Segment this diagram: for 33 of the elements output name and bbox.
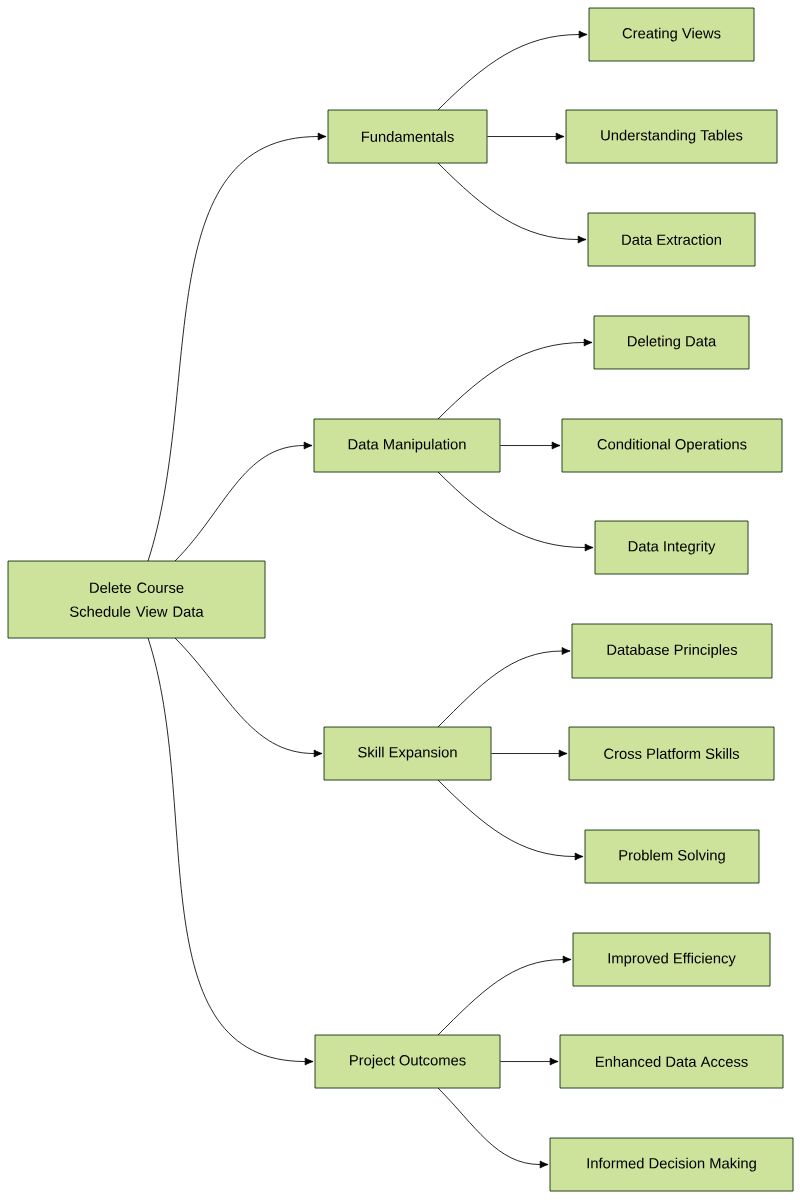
topic-box: Project Outcomes (314, 1034, 501, 1089)
arrow (491, 749, 568, 758)
arrow (487, 132, 565, 141)
topic-box: Delete Course Schedule View Data (7, 560, 266, 639)
topic-box: Creating Views (588, 7, 755, 62)
arrow (147, 637, 314, 1066)
arrow (437, 955, 572, 1036)
topic-box: Informed Decision Making (549, 1137, 794, 1192)
arrow (437, 471, 594, 552)
topic-box: Fundamentals (327, 109, 488, 164)
arrow (174, 637, 323, 758)
topic-box: Understanding Tables (565, 109, 778, 164)
topic-box: Data Manipulation (313, 418, 501, 473)
arrow (437, 338, 593, 420)
arrow (437, 779, 584, 861)
topic-box: Deleting Data (593, 315, 750, 370)
topic-box: Problem Solving (584, 829, 760, 884)
topic-box: Enhanced Data Access (559, 1034, 784, 1089)
arrow (147, 132, 327, 562)
topic-box: Database Principles (571, 623, 773, 679)
arrow (437, 647, 571, 728)
arrow (437, 1087, 549, 1169)
arrow (437, 30, 588, 111)
arrow (500, 1057, 559, 1066)
topic-box: Conditional Operations (561, 418, 783, 473)
topic-box: Improved Efficiency (572, 932, 771, 987)
arrow (500, 441, 561, 450)
topic-box: Data Integrity (594, 520, 749, 575)
arrow (437, 162, 587, 244)
topic-box: Skill Expansion (323, 726, 492, 781)
topic-box: Data Extraction (587, 212, 756, 267)
topic-box: Cross Platform Skills (568, 726, 775, 781)
arrow (174, 441, 313, 562)
